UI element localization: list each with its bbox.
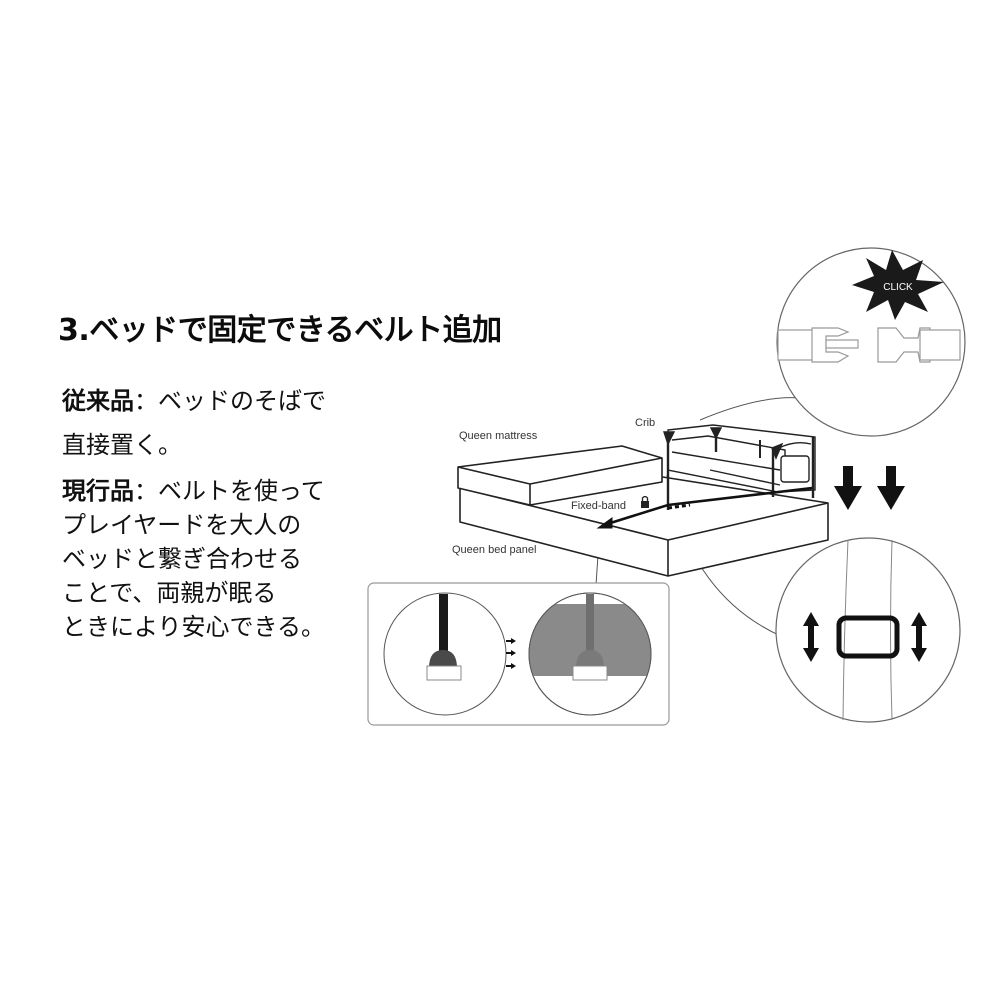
description: 従来品：ベッドのそばで 直接置く。 現行品：ベルトを使って プレイヤードを大人の… xyxy=(62,384,382,644)
current-line-1: 現行品：ベルトを使って xyxy=(62,477,325,505)
click-label: CLICK xyxy=(883,282,913,293)
queen-mattress-label: Queen mattress xyxy=(459,430,538,442)
queen-mattress xyxy=(457,445,663,506)
fixed-band xyxy=(596,486,813,529)
down-arrow-icon xyxy=(834,466,905,510)
previous-label: 従来品 xyxy=(62,387,134,415)
current-label: 現行品 xyxy=(62,477,134,505)
buckle-icon xyxy=(777,327,961,363)
crib-label: Crib xyxy=(635,417,655,429)
double-arrow-icon xyxy=(803,612,927,662)
current-line-2: プレイヤードを大人の xyxy=(62,511,302,539)
anchor-inset xyxy=(367,582,670,726)
page-title: 3.ベッドで固定できるベルト追加 xyxy=(58,313,502,348)
arrows-right-icon xyxy=(506,638,516,669)
current-line-5: ときにより安心できる。 xyxy=(62,613,326,641)
buckle-zoom-circle: CLICK xyxy=(776,247,966,437)
crib xyxy=(663,424,816,510)
previous-line-1: 従来品：ベッドのそばで xyxy=(62,387,326,415)
adjuster-zoom-circle xyxy=(775,537,961,723)
queen-bed-panel-label: Queen bed panel xyxy=(452,544,536,556)
fixed-band-label: Fixed-band xyxy=(571,500,626,512)
current-line-3: ベッドと繋ぎ合わせる xyxy=(62,545,302,573)
click-burst: CLICK xyxy=(852,250,944,320)
adjuster-icon xyxy=(836,615,900,659)
current-line-4: ことで、両親が眠る xyxy=(62,579,277,607)
lock-icon xyxy=(641,495,649,508)
previous-line-2: 直接置く。 xyxy=(62,431,182,459)
